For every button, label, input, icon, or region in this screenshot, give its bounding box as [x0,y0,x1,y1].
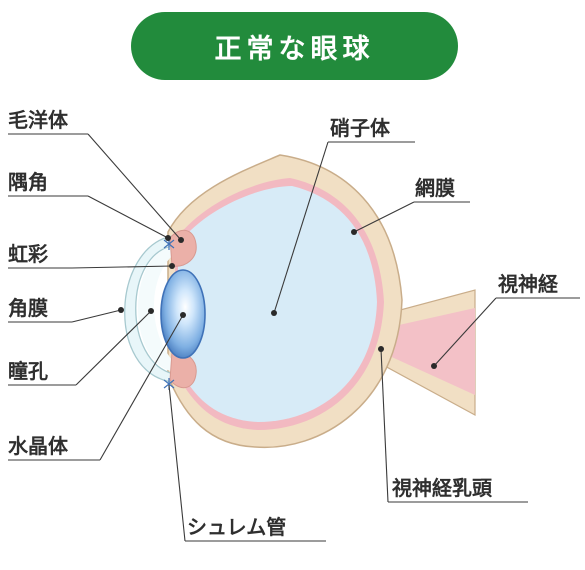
label-retina: 網膜 [415,176,455,200]
dot-ciliary-body [178,237,184,243]
leader-lens [99,314,184,461]
leader-vitreous [273,141,329,314]
leader-schlemm-canal [168,384,186,542]
dot-iris [169,263,175,269]
label-iris: 虹彩 [8,242,48,266]
label-cornea: 角膜 [8,296,48,320]
dot-pupil [148,308,154,314]
page-title: 正常な眼球 [214,33,375,65]
leader-retina [353,201,415,233]
ciliary-body-upper [169,229,197,267]
dot-vitreous [271,310,277,316]
dot-lens [180,312,186,318]
leader-optic-nerve [433,297,497,367]
anterior-chamber [138,246,174,372]
vitreous-body [178,186,377,422]
dot-cornea [118,307,124,313]
leader-pupil [75,310,152,386]
label-angle: 隅角 [8,170,48,194]
dot-angle [165,235,171,241]
title-banner: 正常な眼球 [131,12,458,80]
dot-optic-disc [378,346,384,352]
leader-ciliary-body [87,133,182,241]
label-schlemm-canal: シュレム管 [187,515,287,539]
leader-iris [71,265,173,269]
leader-optic-disc [380,348,389,503]
label-ciliary-body: 毛洋体 [8,108,68,132]
dot-optic-nerve [431,363,437,369]
leader-angle [87,195,169,239]
label-pupil: 瞳孔 [8,359,48,383]
dot-retina [351,229,357,235]
label-optic-disc: 視神経乳頭 [392,476,492,500]
label-optic-nerve: 視神経 [498,272,558,296]
label-lens: 水晶体 [8,434,68,458]
label-vitreous: 硝子体 [330,116,390,140]
leader-cornea [71,309,122,323]
